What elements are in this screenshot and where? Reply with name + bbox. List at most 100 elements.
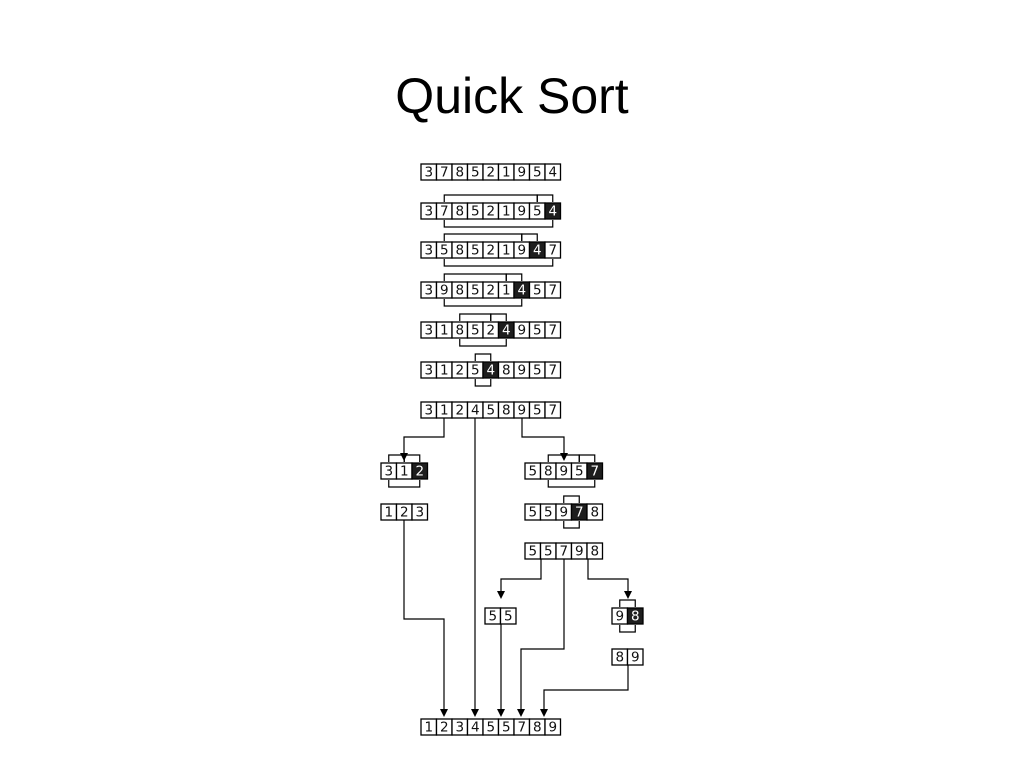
cell-value: 2 xyxy=(486,165,495,181)
cell-value: 5 xyxy=(486,403,495,419)
array-cell: 5 xyxy=(528,401,546,419)
cell-value: 7 xyxy=(517,720,526,736)
cell-value: 5 xyxy=(471,363,480,379)
array-cell: 8 xyxy=(611,648,629,666)
array-cell: 8 xyxy=(586,542,604,560)
cell-value: 7 xyxy=(548,283,557,299)
cell-value: 4 xyxy=(548,165,557,181)
array-cell: 8 xyxy=(586,503,604,521)
cell-value: 5 xyxy=(533,403,542,419)
flow-arrow xyxy=(520,559,565,710)
cell-value: 3 xyxy=(424,363,433,379)
cell-value: 5 xyxy=(575,464,584,480)
cell-value: 2 xyxy=(400,505,409,521)
array-cell: 9 xyxy=(626,648,644,666)
compare-bracket xyxy=(578,454,596,462)
slide-title: Quick Sort xyxy=(395,68,629,124)
cell-value: 2 xyxy=(486,204,495,220)
array-cell: 5 xyxy=(570,462,588,480)
array-cell: 8 xyxy=(528,718,546,736)
cell-value: 5 xyxy=(486,720,495,736)
array-cell: 9 xyxy=(513,163,531,181)
array-cell: 7 xyxy=(544,401,562,419)
cell-value: 7 xyxy=(548,243,557,259)
array-cell: 3 xyxy=(380,462,398,480)
compare-bracket xyxy=(459,313,492,321)
array-cell: 7 xyxy=(544,241,562,259)
cell-value: 3 xyxy=(415,505,424,521)
pivot-cell: 7 xyxy=(570,503,588,521)
array-cell: 5 xyxy=(482,401,500,419)
cell-value: 8 xyxy=(590,505,599,521)
array-cell: 1 xyxy=(380,503,398,521)
cell-value: 4 xyxy=(471,720,480,736)
cell-value: 9 xyxy=(517,403,526,419)
cell-value: 5 xyxy=(533,165,542,181)
array-cell: 7 xyxy=(555,542,573,560)
cell-value: 5 xyxy=(504,609,513,625)
array-cell: 8 xyxy=(497,401,515,419)
compare-bracket xyxy=(505,273,523,281)
cell-value: 5 xyxy=(533,363,542,379)
cell-value: 3 xyxy=(424,204,433,220)
array-cell: 1 xyxy=(435,321,453,339)
array-cell: 2 xyxy=(482,202,500,220)
array-cell: 2 xyxy=(451,361,469,379)
array-cell: 8 xyxy=(539,462,557,480)
array-cell: 1 xyxy=(497,281,515,299)
swap-bracket xyxy=(443,259,554,267)
array-cell: 5 xyxy=(528,281,546,299)
array-cell: 9 xyxy=(513,202,531,220)
array-cell: 5 xyxy=(435,241,453,259)
array-cell: 9 xyxy=(513,361,531,379)
flow-arrow xyxy=(521,418,565,454)
cell-value: 5 xyxy=(533,323,542,339)
swap-bracket xyxy=(474,379,492,387)
compare-bracket xyxy=(490,313,507,321)
cell-value: 3 xyxy=(424,403,433,419)
cell-value: 7 xyxy=(440,204,449,220)
compare-bracket xyxy=(521,233,538,241)
cell-value: 3 xyxy=(384,464,393,480)
array-cell: 2 xyxy=(482,163,500,181)
flow-connectors xyxy=(400,418,632,717)
pivot-cell: 4 xyxy=(497,321,515,339)
compare-bracket xyxy=(619,599,636,607)
arrowhead xyxy=(497,591,505,599)
cell-value: 1 xyxy=(502,243,511,259)
array-cell: 4 xyxy=(466,401,484,419)
arrowhead xyxy=(471,709,479,717)
swap-bracket xyxy=(443,220,554,228)
compare-bracket xyxy=(403,454,421,462)
cell-value: 8 xyxy=(615,650,624,666)
array-cell: 5 xyxy=(484,607,502,625)
cell-value: 1 xyxy=(502,165,511,181)
array-cell: 7 xyxy=(513,718,531,736)
swap-bracket xyxy=(443,299,523,307)
cell-value: 9 xyxy=(517,165,526,181)
array-cell: 8 xyxy=(451,202,469,220)
array-cell: 8 xyxy=(451,163,469,181)
cell-value: 3 xyxy=(424,165,433,181)
flow-arrow xyxy=(403,418,445,454)
cell-value: 4 xyxy=(471,403,480,419)
cell-value: 5 xyxy=(440,243,449,259)
cell-value: 9 xyxy=(517,363,526,379)
array-cell: 9 xyxy=(513,401,531,419)
array-cell: 3 xyxy=(451,718,469,736)
pivot-cell: 4 xyxy=(528,241,546,259)
cell-value: 8 xyxy=(455,243,464,259)
cell-value: 5 xyxy=(533,283,542,299)
cell-value: 9 xyxy=(575,544,584,560)
cell-value: 9 xyxy=(631,650,640,666)
swap-bracket xyxy=(459,339,507,347)
array-cell: 8 xyxy=(451,241,469,259)
